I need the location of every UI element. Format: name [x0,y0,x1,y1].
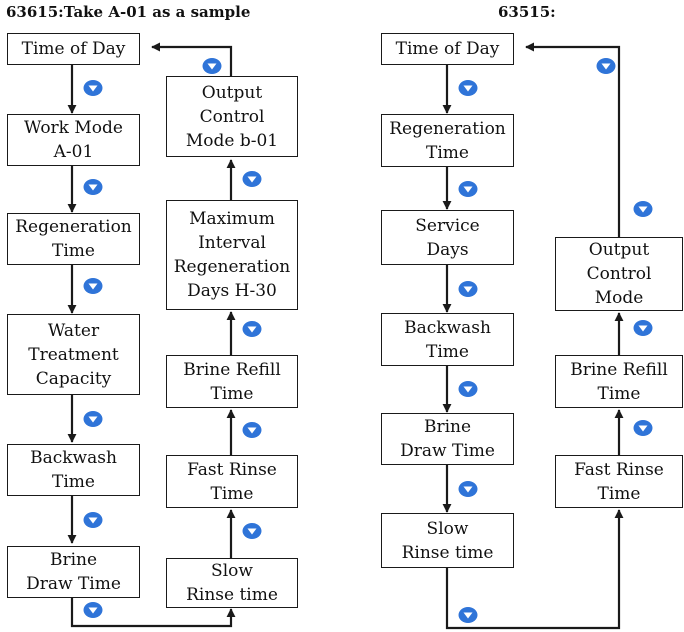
step-time-of-day: Time of Day [7,33,140,65]
badge-down-icon [633,201,653,217]
arrow-r-slowrinse-to-fastrinse [445,509,624,630]
badge-down-icon [83,411,103,427]
badge-down-icon [242,171,262,187]
step-r-brine-draw-time: Brine Draw Time [381,413,514,465]
step-output-control-mode: Output Control Mode b-01 [166,76,298,157]
badge-down-icon [458,607,478,623]
badge-down-icon [458,481,478,497]
badge-down-icon [633,420,653,436]
right-diagram-title: 63515: [498,3,556,21]
badge-down-icon [83,602,103,618]
badge-down-icon [458,281,478,297]
step-regeneration-time: Regeneration Time [7,213,140,265]
step-fast-rinse-time: Fast Rinse Time [166,455,298,508]
step-r-output-control-mode: Output Control Mode [555,237,683,311]
badge-down-icon [458,80,478,96]
arrow-r-output-to-timeofday [525,42,621,237]
step-backwash-time: Backwash Time [7,444,140,496]
step-r-fast-rinse-time: Fast Rinse Time [555,455,683,508]
badge-down-icon [83,512,103,528]
badge-down-icon [458,181,478,197]
badge-down-icon [242,422,262,438]
arrow-brinedraw-to-slowrinse [70,598,236,628]
badge-down-icon [242,523,262,539]
step-r-service-days: Service Days [381,210,514,265]
badge-down-icon [458,381,478,397]
badge-down-icon [83,278,103,294]
badge-down-icon [83,179,103,195]
step-work-mode: Work Mode A-01 [7,114,140,166]
step-r-slow-rinse-time: Slow Rinse time [381,513,514,568]
badge-down-icon [202,58,222,74]
arrow-output-to-timeofday [151,42,233,76]
left-diagram-title: 63615:Take A-01 as a sample [6,3,251,21]
badge-down-icon [633,320,653,336]
step-brine-refill-time: Brine Refill Time [166,355,298,408]
badge-down-icon [596,58,616,74]
badge-down-icon [83,80,103,96]
step-max-interval-regeneration: Maximum Interval Regeneration Days H-30 [166,200,298,310]
step-r-brine-refill-time: Brine Refill Time [555,355,683,408]
step-r-time-of-day: Time of Day [381,33,514,65]
step-brine-draw-time: Brine Draw Time [7,546,140,598]
badge-down-icon [242,321,262,337]
step-r-regeneration-time: Regeneration Time [381,114,514,167]
step-r-backwash-time: Backwash Time [381,313,514,366]
step-slow-rinse-time: Slow Rinse time [166,558,298,608]
step-water-treatment-capacity: Water Treatment Capacity [7,314,140,395]
